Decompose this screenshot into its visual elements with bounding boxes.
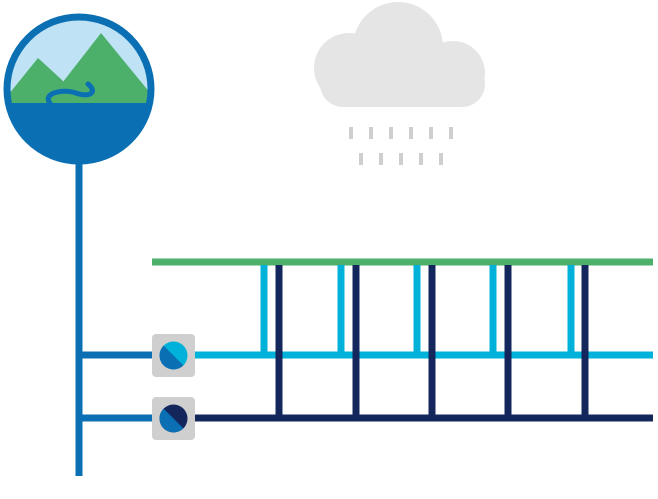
river <box>45 81 95 106</box>
valve-half <box>159 345 184 370</box>
valve-upper[interactable] <box>152 334 195 377</box>
water-source-icon <box>3 13 155 165</box>
rain-cloud-icon <box>314 2 485 165</box>
raindrops <box>349 127 453 165</box>
valve-lower[interactable] <box>152 397 195 440</box>
valve-half <box>159 408 184 433</box>
source-ring <box>3 13 155 165</box>
light-blue-risers <box>260 265 575 355</box>
mountain-right <box>45 33 151 105</box>
cloud-shape <box>314 2 485 107</box>
dark-risers <box>275 265 589 418</box>
